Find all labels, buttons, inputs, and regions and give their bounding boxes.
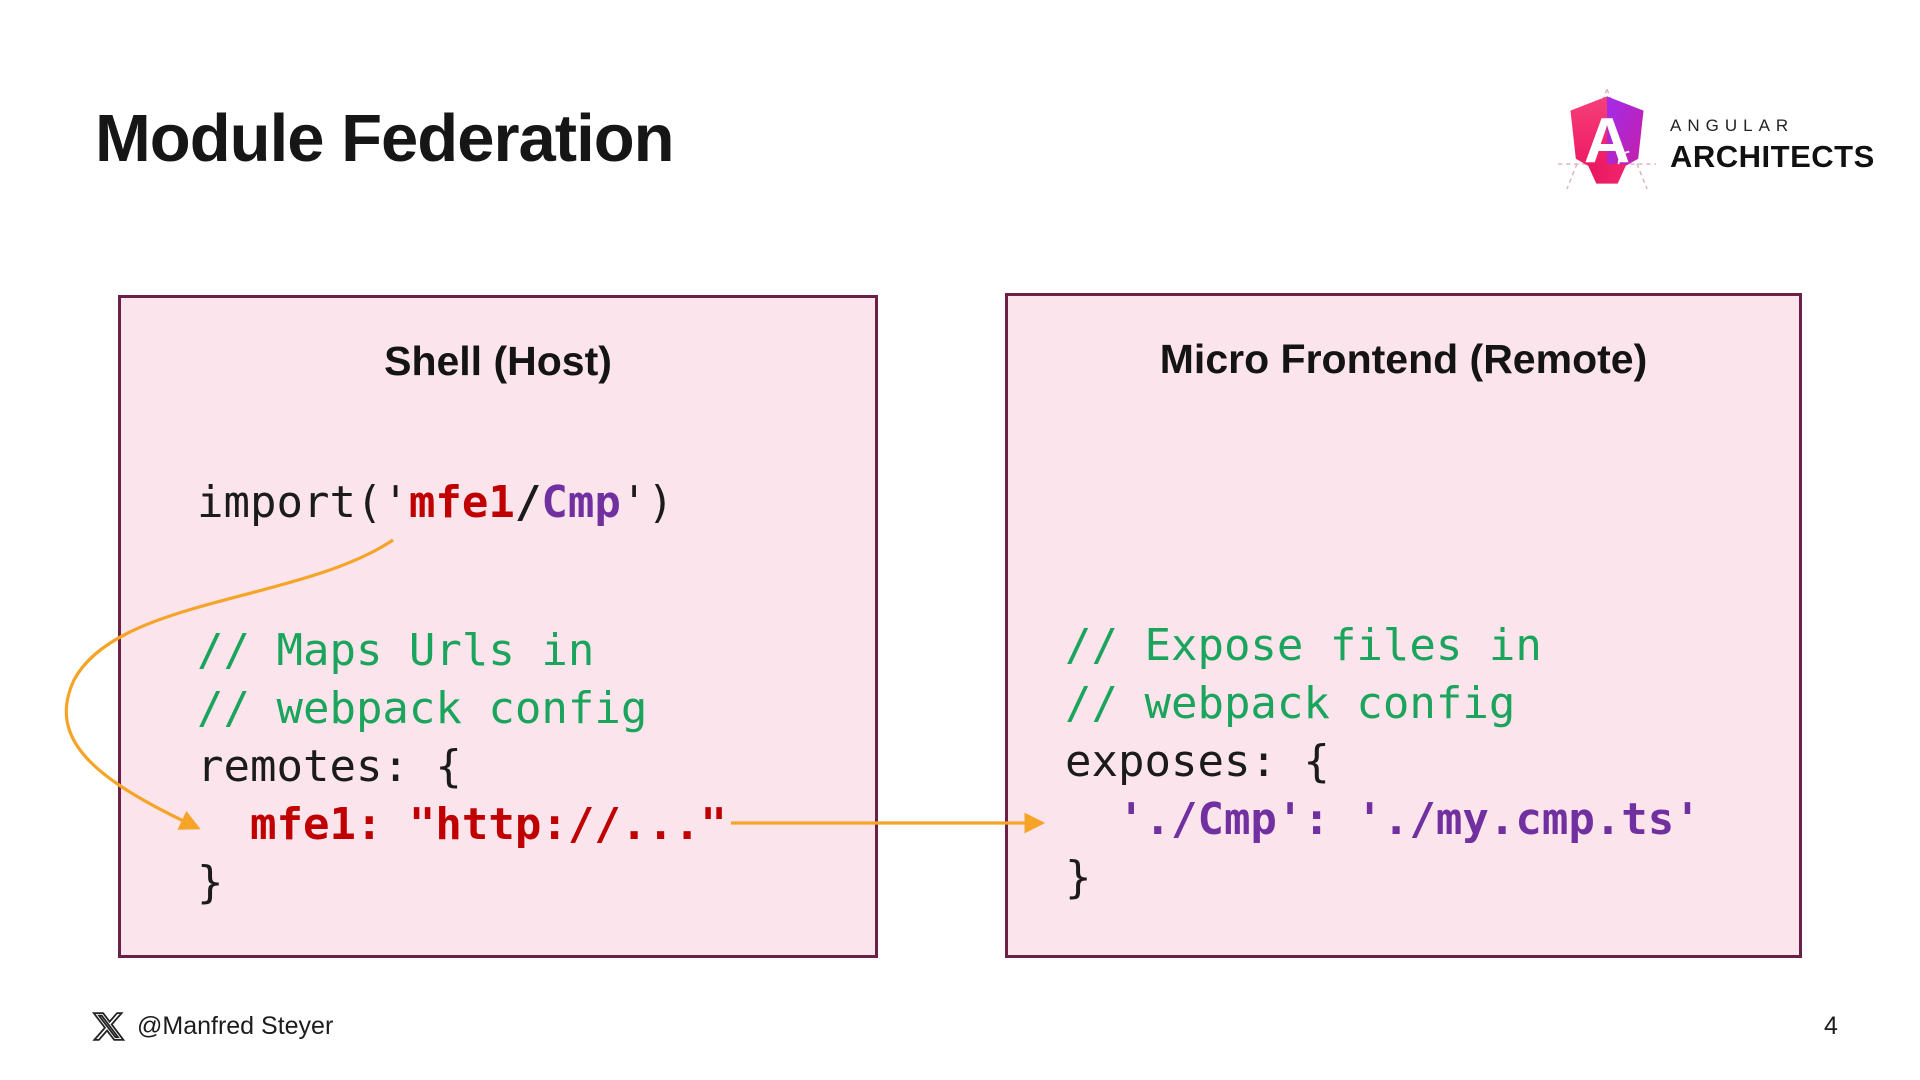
page-number: 4 [1824,1012,1838,1040]
author-handle: @Manfred Steyer [137,1012,334,1040]
shell-import-code: import('mfe1/Cmp') [197,477,674,528]
shell-host-panel: Shell (Host) import('mfe1/Cmp') // Maps … [118,295,878,958]
shell-host-panel-title: Shell (Host) [384,338,612,384]
x-twitter-icon [92,1012,125,1041]
angular-architects-wordmark: ANGULAR ARCHITECTS [1670,84,1875,175]
page-title: Module Federation [95,101,675,176]
micro-frontend-panel-title: Micro Frontend (Remote) [1159,336,1648,382]
logo-text-angular: ANGULAR [1670,116,1795,135]
logo-text-architects: ARCHITECTS [1670,139,1875,174]
angular-architects-logo: A ANGULAR ARCHITECTS [1558,84,1875,196]
svg-text:A: A [1584,104,1630,176]
micro-frontend-remote-panel: Micro Frontend (Remote) // Expose files … [1005,293,1802,958]
footer: @Manfred Steyer [92,1010,333,1043]
angular-architects-shield-icon: A [1558,88,1656,190]
